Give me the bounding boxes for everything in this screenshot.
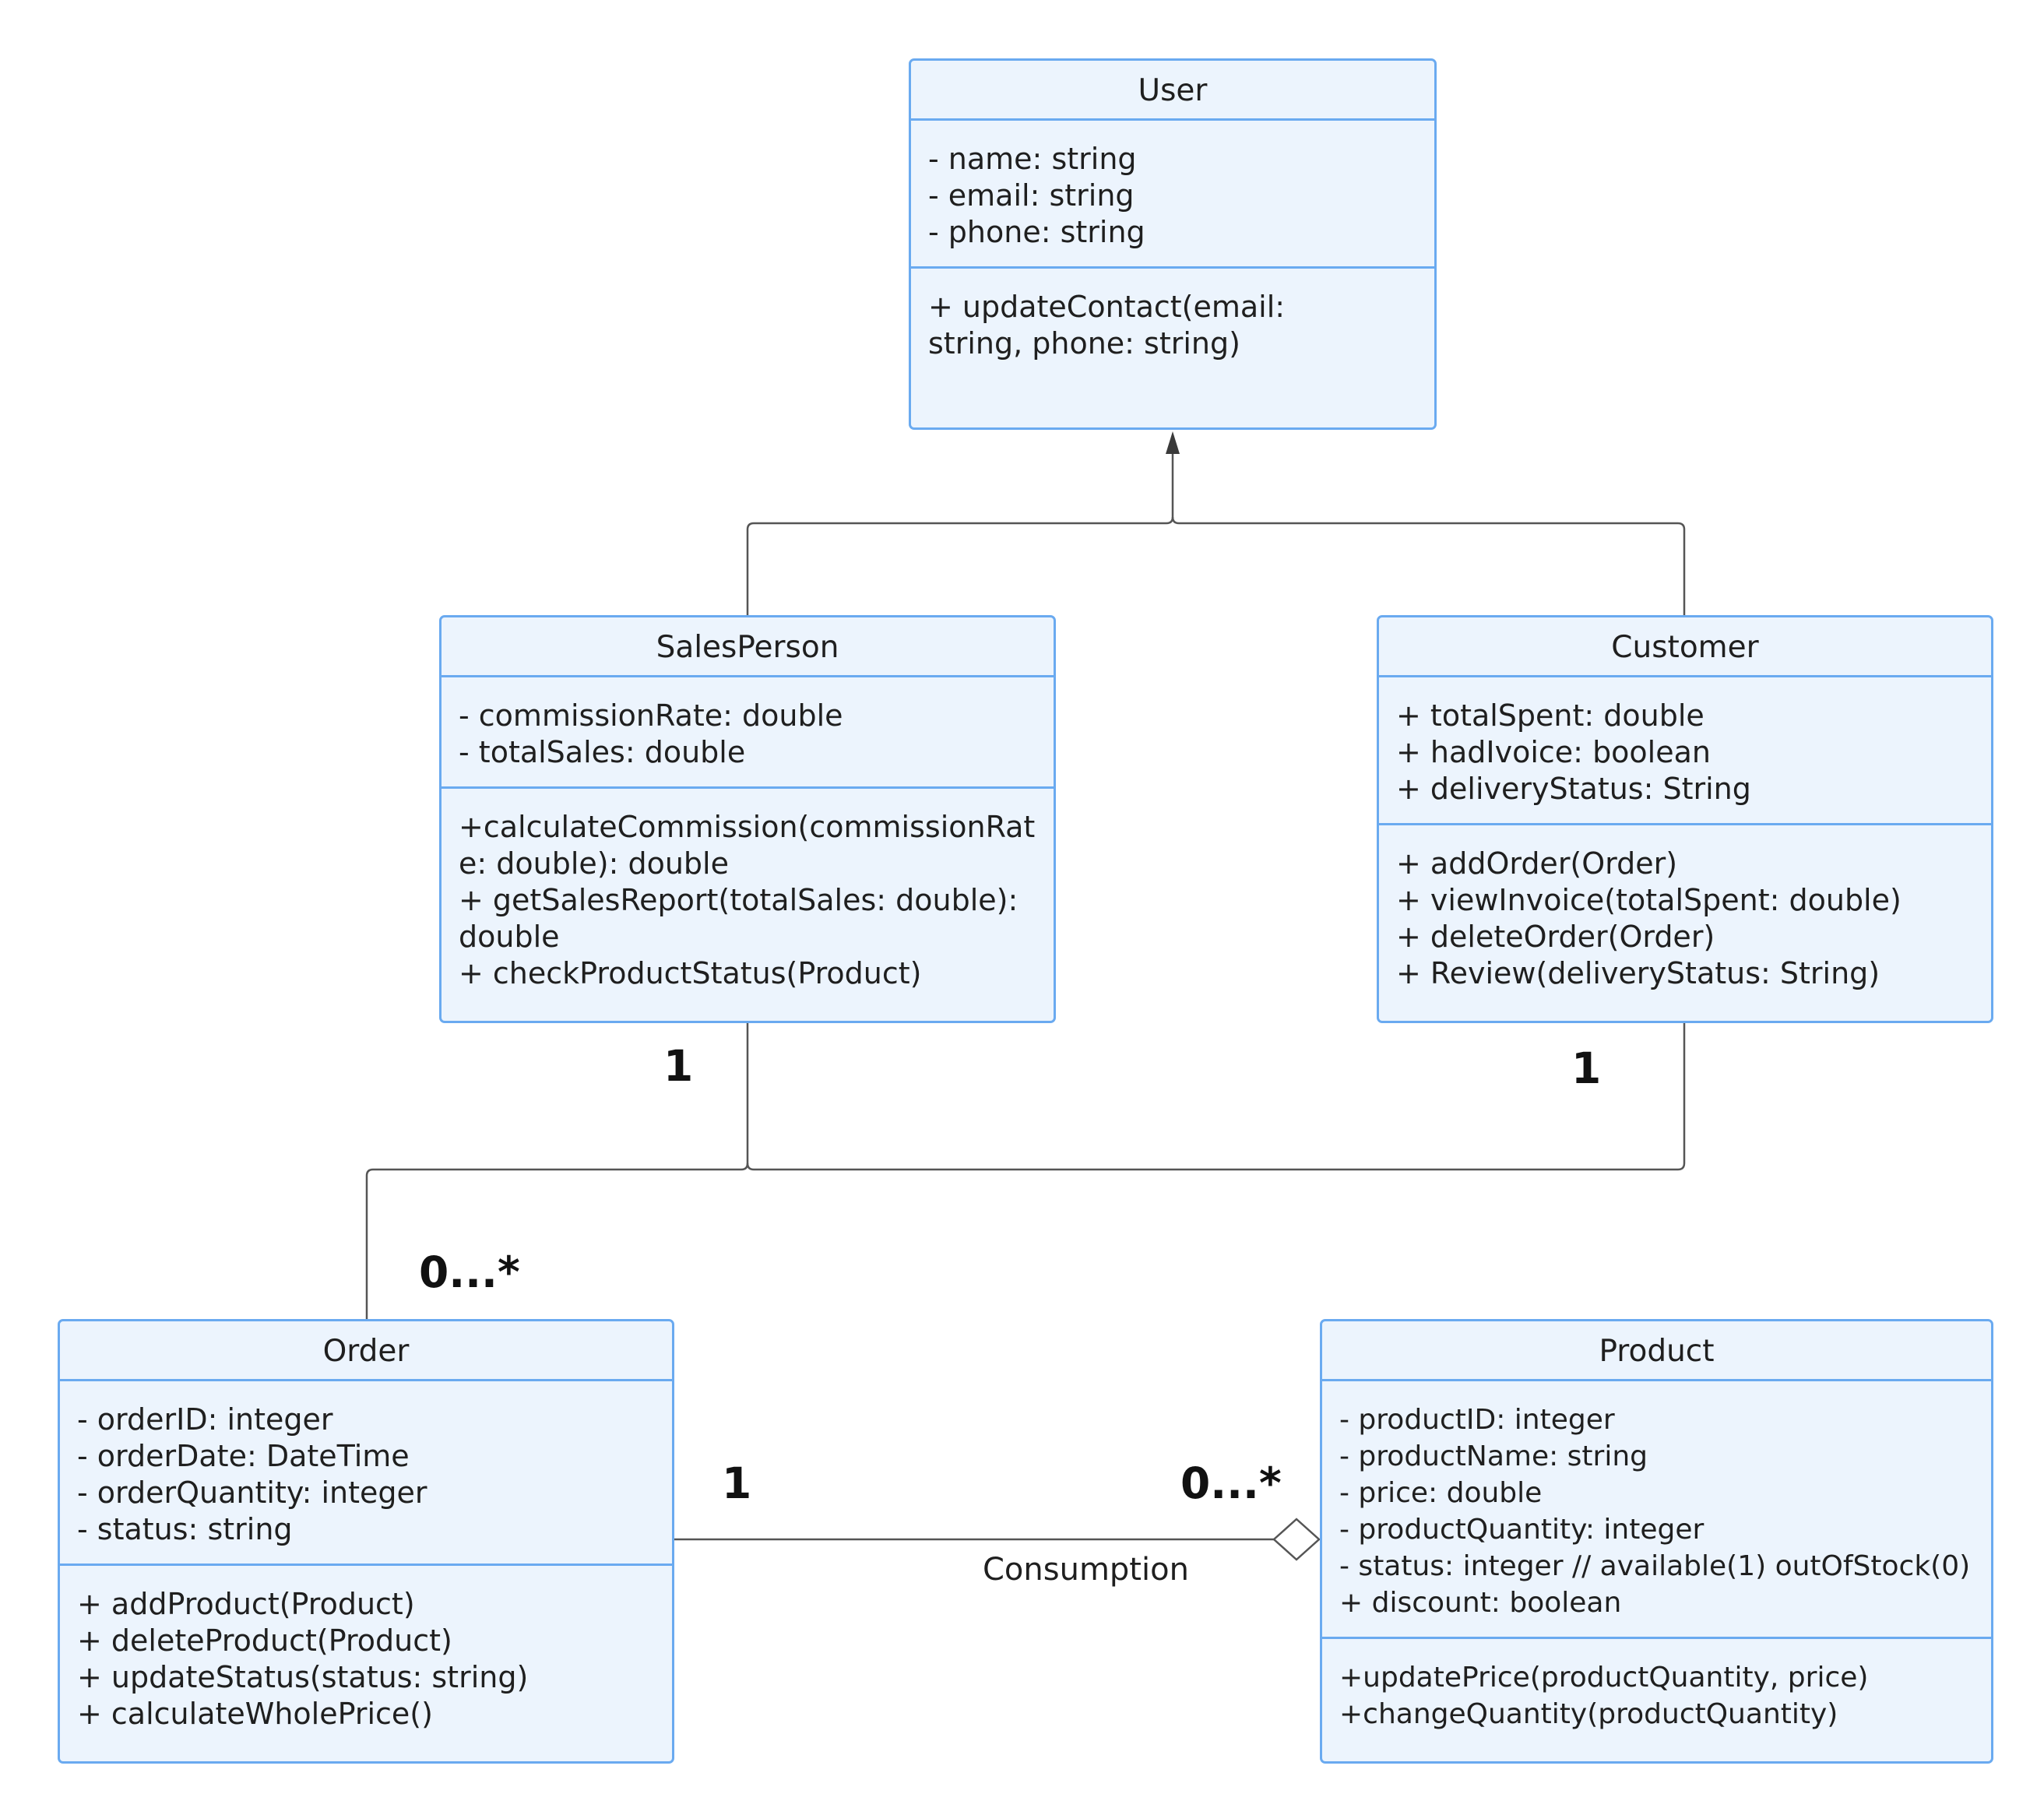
multiplicity-customer: 1	[1571, 1043, 1602, 1093]
attribute: - orderQuantity: integer	[77, 1476, 427, 1510]
class-name: User	[911, 61, 1434, 121]
class-name: Product	[1322, 1321, 1991, 1381]
method: + addProduct(Product)	[77, 1587, 415, 1621]
attribute: - productQuantity: integer	[1339, 1514, 1705, 1546]
attributes-section: - name: string - email: string - phone: …	[911, 121, 1434, 269]
methods-section: + updateContact(email: string, phone: st…	[911, 269, 1434, 378]
attribute: - status: integer // available(1) outOfS…	[1339, 1550, 1971, 1582]
class-name: SalesPerson	[442, 617, 1054, 677]
inheritance-arrowhead	[1166, 431, 1180, 454]
attributes-section: + totalSpent: double + hadIvoice: boolea…	[1379, 677, 1991, 825]
attribute: - productID: integer	[1339, 1404, 1615, 1436]
method: +changeQuantity(productQuantity)	[1339, 1698, 1838, 1730]
method: + updateStatus(status: string)	[77, 1660, 529, 1694]
class-salesperson[interactable]: SalesPerson - commissionRate: double - t…	[439, 615, 1056, 1023]
aggregation-diamond	[1272, 1518, 1321, 1561]
attribute: - status: string	[77, 1512, 293, 1546]
method: + viewInvoice(totalSpent: double)	[1396, 883, 1902, 917]
attribute: - commissionRate: double	[459, 698, 843, 733]
attribute: - totalSales: double	[459, 735, 746, 769]
method: +updatePrice(productQuantity, price)	[1339, 1662, 1869, 1694]
class-user[interactable]: User - name: string - email: string - ph…	[909, 58, 1437, 430]
association-line-customer-order	[746, 1023, 1686, 1171]
multiplicity-order-top: 0...*	[419, 1247, 520, 1297]
class-name: Order	[60, 1321, 672, 1381]
class-name: Customer	[1379, 617, 1991, 677]
attribute: - orderID: integer	[77, 1402, 333, 1437]
method: + checkProductStatus(Product)	[459, 956, 922, 990]
attribute: - price: double	[1339, 1477, 1543, 1509]
class-product[interactable]: Product - productID: integer - productNa…	[1320, 1319, 1993, 1764]
attribute: - email: string	[928, 178, 1135, 213]
attribute: + deliveryStatus: String	[1396, 772, 1751, 806]
methods-section: +updatePrice(productQuantity, price) +ch…	[1322, 1639, 1991, 1748]
attribute: - name: string	[928, 142, 1137, 176]
attribute: - orderDate: DateTime	[77, 1439, 410, 1473]
attribute: - productName: string	[1339, 1440, 1648, 1472]
class-customer[interactable]: Customer + totalSpent: double + hadIvoic…	[1377, 615, 1993, 1023]
multiplicity-salesperson: 1	[663, 1041, 694, 1091]
method: + updateContact(email: string, phone: st…	[928, 290, 1286, 361]
multiplicity-order-right: 1	[722, 1458, 752, 1508]
method: + deleteOrder(Order)	[1396, 920, 1715, 954]
attributes-section: - commissionRate: double - totalSales: d…	[442, 677, 1054, 789]
methods-section: + addProduct(Product) + deleteProduct(Pr…	[60, 1566, 672, 1748]
attribute: + hadIvoice: boolean	[1396, 735, 1711, 769]
methods-section: +calculateCommission(commissionRate: dou…	[442, 789, 1054, 1008]
inheritance-line	[1171, 516, 1686, 615]
attribute: + totalSpent: double	[1396, 698, 1705, 733]
attribute: - phone: string	[928, 215, 1145, 249]
method: + calculateWholePrice()	[77, 1697, 433, 1731]
attribute: + discount: boolean	[1339, 1587, 1622, 1619]
method: + getSalesReport(totalSales: double): do…	[459, 883, 1018, 954]
class-order[interactable]: Order - orderID: integer - orderDate: Da…	[58, 1319, 674, 1764]
method: + addOrder(Order)	[1396, 846, 1678, 881]
attributes-section: - productID: integer - productName: stri…	[1322, 1381, 1991, 1639]
inheritance-line	[746, 452, 1174, 615]
multiplicity-product-left: 0...*	[1180, 1458, 1282, 1508]
methods-section: + addOrder(Order) + viewInvoice(totalSpe…	[1379, 825, 1991, 1008]
attributes-section: - orderID: integer - orderDate: DateTime…	[60, 1381, 672, 1566]
method: + Review(deliveryStatus: String)	[1396, 956, 1880, 990]
method: + deleteProduct(Product)	[77, 1623, 452, 1658]
association-label-consumption: Consumption	[983, 1552, 1189, 1588]
method: +calculateCommission(commissionRate: dou…	[459, 810, 1036, 881]
